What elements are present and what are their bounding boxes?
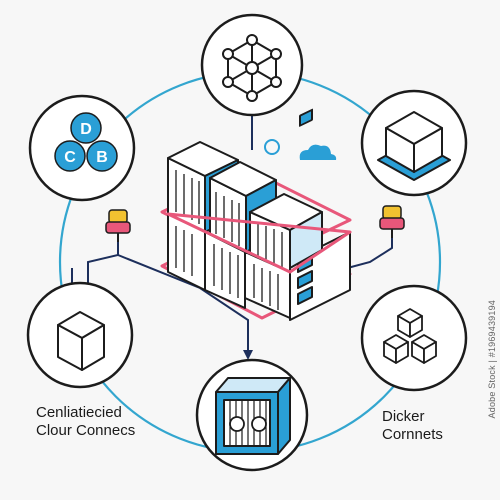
caption-left-line1: Cenliatiecied [36,404,122,421]
network-hexagon-icon [222,34,282,102]
letter-c: C [64,149,76,166]
cloud-icon [299,144,337,160]
caption-right-line1: Dicker [382,408,425,425]
node-bottom-right [360,284,468,392]
small-ring-icon [264,139,280,155]
side-stock-text: Adobe Stock | #1969439194 [487,300,497,419]
vent-lines [175,170,283,310]
plug-left-icon [105,209,131,242]
node-top-left: D C B [28,94,136,202]
node-bottom [195,358,309,472]
node-top-right [360,89,468,197]
caption-left: Cenliatiecied Clour Connecs [36,404,135,440]
stacked-cubes-icon [383,308,437,364]
node-top [200,13,304,117]
letter-d: D [80,121,92,138]
database-cluster-icon: D C B [54,112,118,172]
arrow-head [243,350,253,360]
isometric-box-icon [377,111,451,181]
node-bottom-left [26,281,134,389]
caption-right: Dicker Cornnets [382,408,443,444]
cube-icon [57,311,105,371]
connector-lines [71,110,393,352]
cabinet-lower [167,213,291,319]
caption-left-line2: Clour Connecs [36,422,136,439]
plug-right-icon [379,205,405,238]
letter-b: B [96,149,108,166]
server-rack-icon [160,108,352,321]
caption-right-line2: Cornnets [382,426,443,443]
container-box-icon [215,377,291,455]
